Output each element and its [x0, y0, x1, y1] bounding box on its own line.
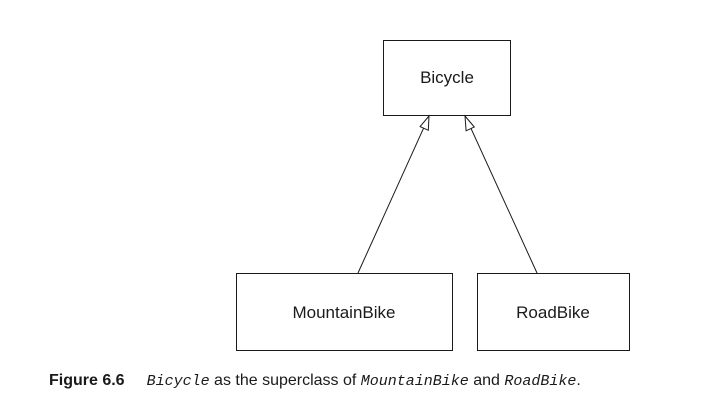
figure-caption: Figure 6.6 Bicycle as the superclass of M…: [49, 370, 709, 393]
uml-class-diagram: Bicycle MountainBike RoadBike: [236, 40, 630, 351]
mountainbike-class-node: MountainBike: [236, 273, 453, 351]
caption-text-2: and: [468, 372, 505, 389]
hollow-triangle-arrowhead-icon: [464, 114, 476, 132]
inheritance-edge-mountainbike: [357, 114, 430, 274]
caption-text-1: as the superclass of: [209, 372, 361, 389]
figure-label: Figure 6.6: [49, 372, 125, 389]
caption-text-3: .: [576, 372, 581, 389]
caption-subclass-2: RoadBike: [504, 373, 577, 390]
roadbike-class-node: RoadBike: [477, 273, 630, 351]
caption-subclass-1: MountainBike: [360, 373, 469, 390]
roadbike-class-label: RoadBike: [516, 303, 590, 322]
bicycle-class-label: Bicycle: [420, 68, 474, 87]
inheritance-edge-roadbike: [464, 114, 538, 274]
hollow-triangle-arrowhead-icon: [419, 114, 430, 132]
bicycle-class-node: Bicycle: [383, 40, 511, 116]
caption-superclass: Bicycle: [146, 373, 210, 390]
mountainbike-class-label: MountainBike: [292, 303, 395, 322]
